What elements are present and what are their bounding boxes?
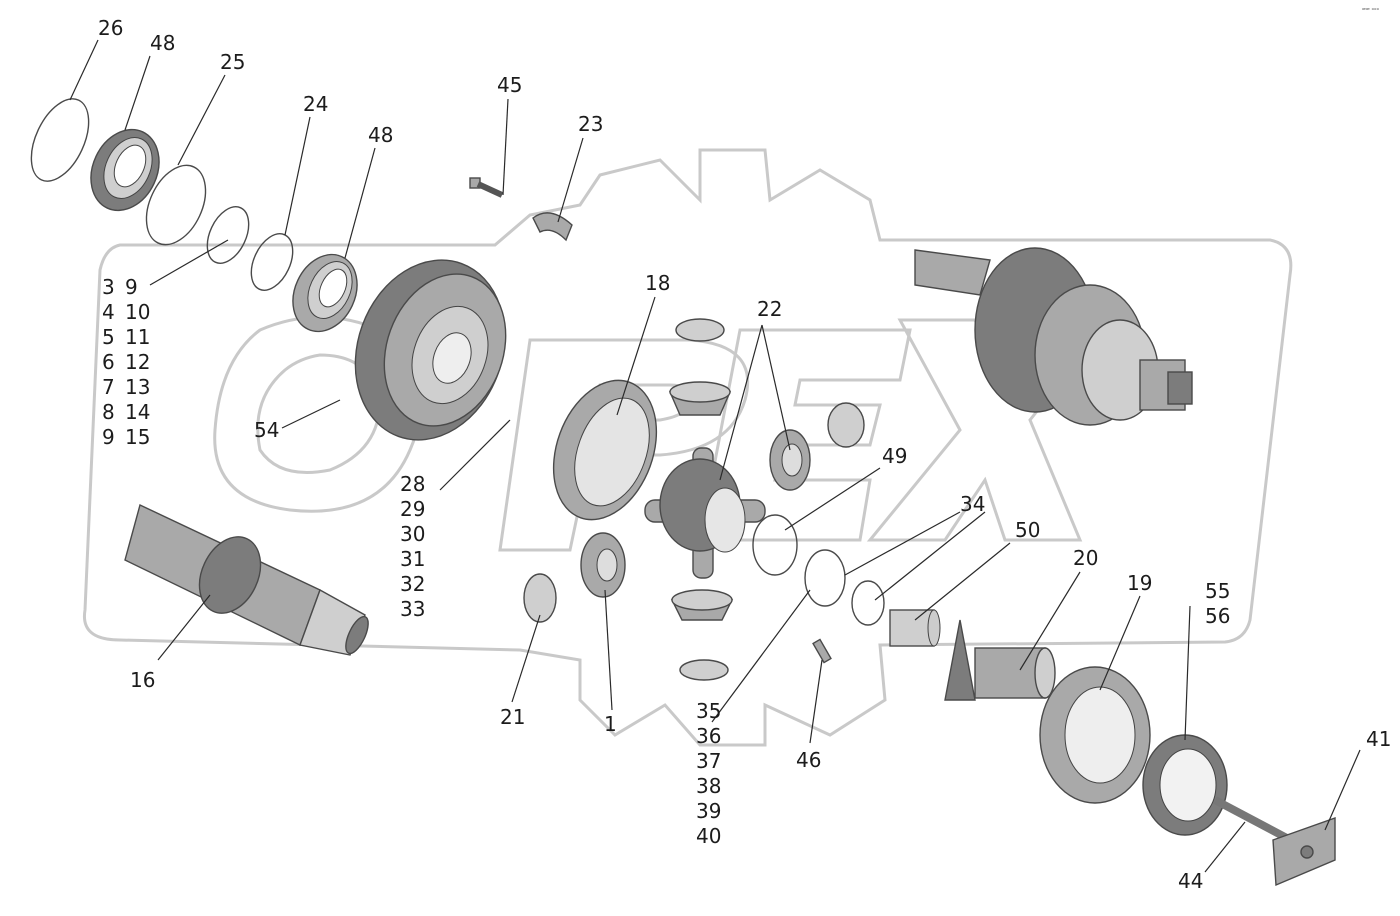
washer-top (675, 318, 725, 342)
callout-22: 22 (757, 297, 782, 321)
ring-25 (145, 164, 207, 246)
washer-bottom (679, 659, 729, 681)
list-item: 15 (125, 425, 150, 449)
bevel-gear-bottom (670, 589, 734, 621)
callout-list-55-56: 55 56 (1205, 579, 1230, 628)
callout-list-3-15: 3 4 5 6 7 8 9 9 10 11 12 13 14 15 (102, 275, 150, 449)
list-item: 4 (102, 300, 115, 324)
callout-25: 25 (220, 50, 245, 74)
bolt-45 (469, 177, 504, 198)
ring-24 (250, 233, 294, 291)
list-item: 10 (125, 300, 150, 324)
watermark-letter-e (698, 328, 912, 542)
list-item: 30 (400, 522, 425, 546)
callout-1: 1 (604, 712, 617, 736)
callout-46: 46 (796, 748, 821, 772)
washer-right (827, 402, 865, 448)
list-item: 32 (400, 572, 425, 596)
lock-plate-23 (532, 212, 573, 242)
list-item: 7 (102, 375, 115, 399)
list-item: 35 (696, 699, 721, 723)
list-item: 33 (400, 597, 425, 621)
callout-21: 21 (500, 705, 525, 729)
list-item: 6 (102, 350, 115, 374)
callout-24: 24 (303, 92, 328, 116)
callout-41: 41 (1366, 727, 1391, 751)
callout-labels: 26 48 25 24 48 45 23 18 22 54 49 34 50 2… (98, 7, 1391, 893)
list-item: 14 (125, 400, 150, 424)
list-item: 55 (1205, 579, 1230, 603)
carrier-19 (1039, 666, 1151, 804)
callout-49: 49 (882, 444, 907, 468)
callout-16: 16 (130, 668, 155, 692)
list-item: 11 (125, 325, 150, 349)
ring-35 (804, 549, 846, 607)
callout-23: 23 (578, 112, 603, 136)
list-item: 28 (400, 472, 425, 496)
shaft-16 (124, 504, 369, 656)
leader-lines (69, 39, 1361, 873)
callout-18: 18 (645, 271, 670, 295)
washer-49 (752, 514, 798, 576)
list-item: 13 (125, 375, 150, 399)
callout-list-28-33: 28 29 30 31 32 33 (400, 472, 425, 621)
retaining-ring-26 (30, 98, 90, 182)
ring-10 (206, 206, 250, 264)
callout-50: 50 (1015, 518, 1040, 542)
list-item: 40 (696, 824, 721, 848)
callout-list-35-40: 35 36 37 38 39 40 (696, 699, 721, 848)
callout-45: 45 (497, 73, 522, 97)
side-gear-22 (769, 429, 811, 491)
ring-34 (851, 580, 885, 626)
list-item: 9 (102, 425, 115, 449)
list-item: 9 (125, 275, 138, 299)
parts (30, 98, 1336, 887)
callout-19: 19 (1127, 571, 1152, 595)
list-item: 3 (102, 275, 115, 299)
bearing-48-second (292, 253, 358, 333)
bearing-55 (1142, 734, 1228, 836)
list-item: 31 (400, 547, 425, 571)
watermark-gear-outline (82, 148, 1293, 747)
bearing-48-left (90, 128, 160, 212)
callout-34: 34 (960, 492, 985, 516)
corner-mark: ꟹꟹ ᵒᵒᵒ (1362, 7, 1380, 14)
list-item: 36 (696, 724, 721, 748)
bevel-gear-top (668, 381, 732, 416)
bevel-gear-left (580, 532, 626, 598)
callout-20: 20 (1073, 546, 1098, 570)
list-item: 56 (1205, 604, 1230, 628)
list-item: 37 (696, 749, 721, 773)
diff-case-18 (552, 379, 658, 521)
crown-gear-54 (354, 259, 507, 441)
callout-54: 54 (254, 418, 279, 442)
watermark (82, 148, 1293, 747)
assembled-differential-right (914, 247, 1193, 426)
spider-cross (644, 447, 766, 579)
list-item: 38 (696, 774, 721, 798)
callout-48: 48 (150, 31, 175, 55)
washer-21 (523, 573, 557, 623)
list-item: 12 (125, 350, 150, 374)
callout-26: 26 (98, 16, 123, 40)
needle-bearing-50 (889, 609, 941, 647)
pin-46 (812, 638, 832, 664)
list-item: 8 (102, 400, 115, 424)
rod-41 (1213, 796, 1336, 887)
callout-44: 44 (1178, 869, 1203, 893)
list-item: 29 (400, 497, 425, 521)
callout-48: 48 (368, 123, 393, 147)
list-item: 5 (102, 325, 115, 349)
pinion-20 (944, 619, 1056, 701)
list-item: 39 (696, 799, 721, 823)
